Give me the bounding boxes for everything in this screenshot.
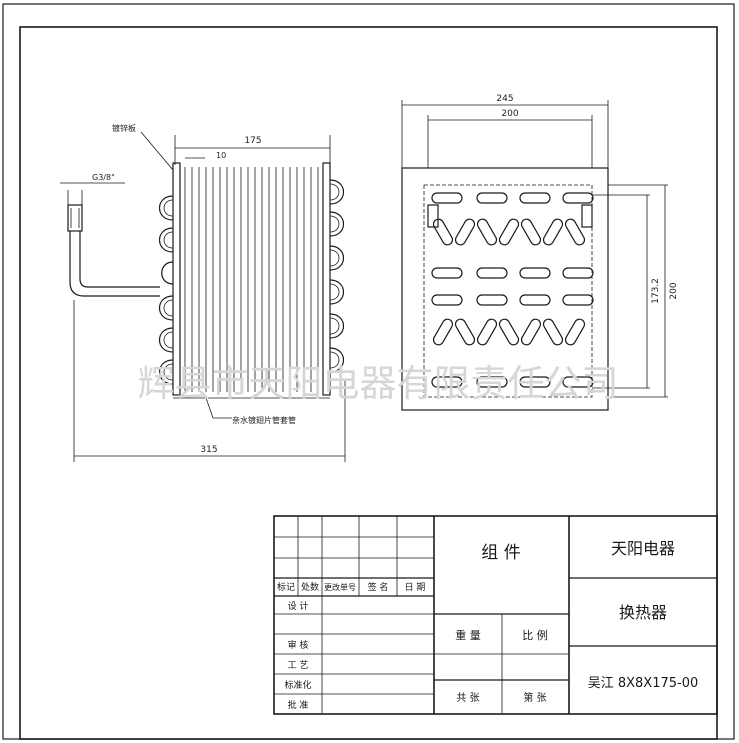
total-sheets: 共 张 (456, 692, 479, 704)
title-block: 标记 处数 更改单号 签 名 日 期 设 计 审 核 工 艺 标准化 批 准 组… (273, 515, 718, 715)
role-approve: 批 准 (288, 699, 309, 711)
role-process: 工 艺 (288, 660, 309, 671)
inner-core (423, 184, 593, 398)
header-count: 处数 (301, 581, 319, 593)
header-sign: 签 名 (368, 581, 389, 593)
label-plate: 镀锌板 (112, 123, 136, 133)
header-change-no: 更改单号 (324, 582, 356, 592)
inlet-pipe (60, 182, 160, 297)
role-standard: 标准化 (284, 679, 311, 691)
watermark-text: 辉县市天阳电器有限责任公司 (138, 362, 619, 405)
sheet-number: 第 张 (523, 691, 546, 704)
product-name: 换热器 (619, 603, 667, 622)
title-block-frame (273, 515, 718, 715)
dim-200-text: 200 (501, 109, 518, 119)
header-date: 日 期 (405, 582, 426, 593)
role-review: 审 核 (288, 639, 309, 651)
inner-border (19, 26, 718, 740)
left-view: 175 10 (60, 123, 346, 462)
dim-245-text: 245 (496, 94, 513, 104)
outer-plate (401, 167, 609, 411)
end-plate-right (322, 162, 331, 396)
dim-175-text: 175 (244, 136, 261, 146)
header-mark: 标记 (277, 581, 295, 593)
company-name: 天阳电器 (611, 539, 675, 558)
end-plate-left (172, 162, 181, 396)
leader-fin (204, 394, 214, 419)
pipe-fitting (67, 204, 83, 232)
dim-height-outer-text: 200 (669, 282, 679, 299)
left-u-bends (158, 195, 174, 385)
model-number: 吴江 8X8X175-00 (588, 676, 699, 691)
part-label: 组 件 (481, 543, 520, 563)
pipe-thread-label: G3/8" (92, 173, 115, 182)
scale-label: 比 例 (522, 628, 548, 642)
dim-315-text: 315 (200, 445, 217, 455)
right-view: 245 200 200 173.2 (401, 94, 679, 411)
label-fin: 亲水镀翅片管套管 (232, 415, 296, 425)
fin-stack (184, 167, 319, 392)
dim-10-text: 10 (216, 151, 226, 160)
leader-plate (140, 131, 174, 171)
role-design: 设 计 (288, 600, 309, 612)
tube-pattern (427, 192, 594, 388)
right-u-bends (329, 179, 345, 373)
dim-height-inner-text: 173.2 (651, 278, 661, 304)
weight-label: 重 量 (455, 628, 481, 642)
